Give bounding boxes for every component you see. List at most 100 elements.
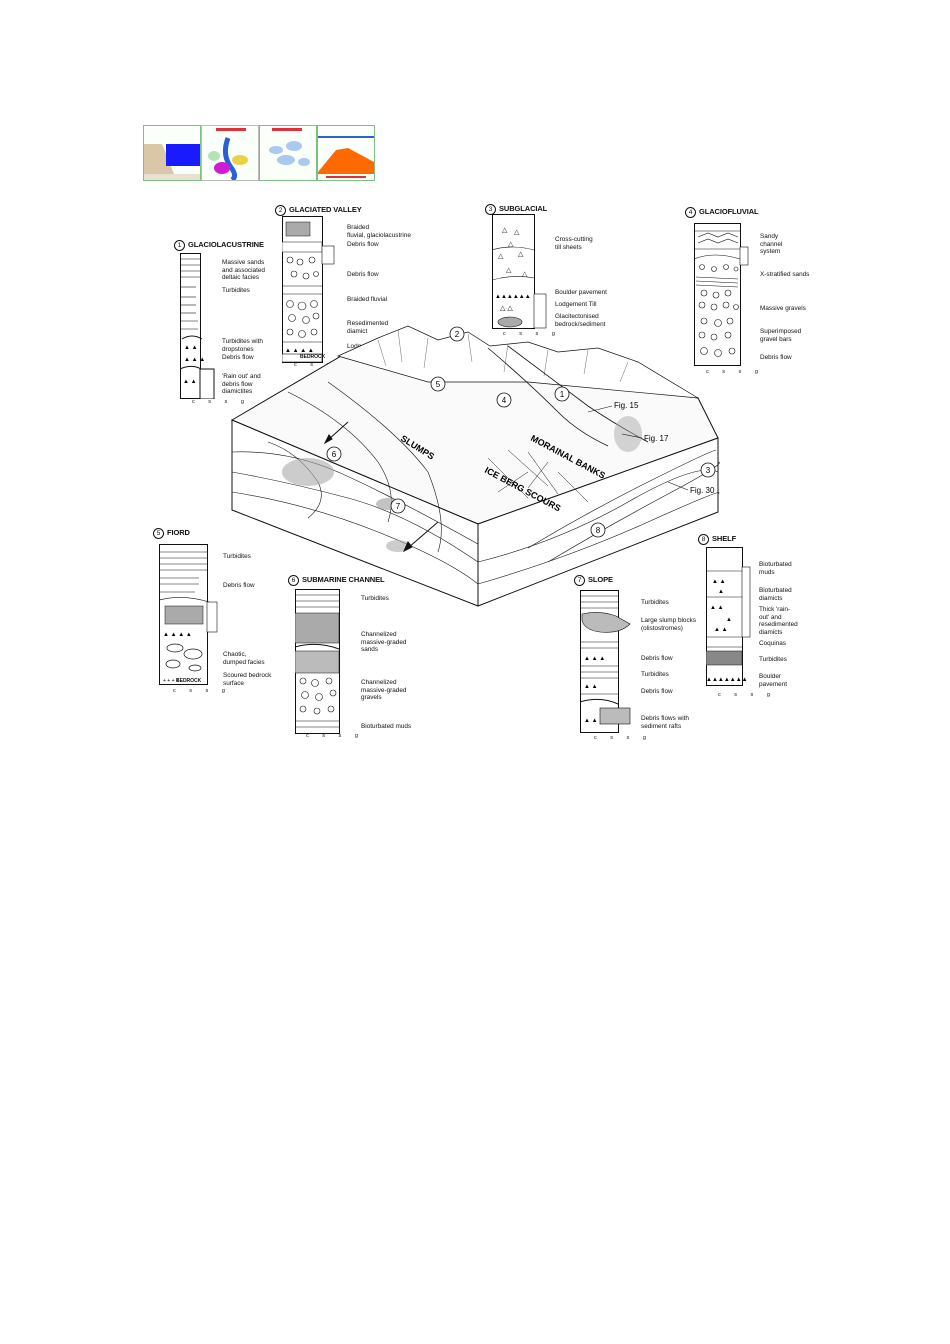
thumbnail-3[interactable] — [259, 125, 317, 181]
marker-1-label: 1 — [560, 390, 565, 399]
section-title-text: SUBMARINE CHANNEL — [302, 575, 385, 584]
marker-2[interactable] — [449, 326, 465, 342]
label-fig30: Fig. 30 — [690, 486, 715, 495]
marker-4-label: 4 — [502, 396, 507, 405]
section-number: 2 — [275, 205, 286, 216]
label-gf-3: Massive gravels — [760, 305, 806, 312]
label-gf-2: X-stratified sands — [760, 271, 810, 278]
label-fig17: Fig. 17 — [644, 434, 669, 443]
marker-5-label: 5 — [436, 380, 441, 389]
svg-text:▲▲▲▲▲▲▲: ▲▲▲▲▲▲▲ — [706, 677, 748, 683]
marker-2-label: 2 — [455, 330, 460, 339]
marker-4[interactable] — [496, 392, 512, 408]
marker-8[interactable] — [590, 522, 606, 538]
thumbnail-2-image — [208, 128, 248, 180]
marker-6-label: 6 — [332, 450, 337, 459]
label-gv-2: Debris flow — [347, 241, 379, 248]
label-sh-2: Bioturbated diamicts — [759, 587, 792, 602]
label-sc-4: Bioturbated muds — [361, 723, 412, 730]
label-gv-base: BEDROCK — [300, 354, 326, 360]
svg-text:▲ ▲: ▲ ▲ — [714, 627, 728, 633]
label-sg-3: Lodgement Till — [555, 301, 597, 308]
svg-text:△: △ — [506, 267, 512, 274]
axis-fd: c s s g — [173, 688, 231, 694]
label-sc-1: Turbidites — [361, 595, 389, 602]
svg-text:▲ ▲ ▲ ▲: ▲ ▲ ▲ ▲ — [163, 632, 192, 638]
label-fd-1: Turbidites — [223, 553, 251, 560]
log-column-glaciated-valley: ▲ ▲ ▲ ▲ — [282, 216, 335, 363]
label-gv-1: Braided fluvial, glaciolacustrine — [347, 224, 411, 239]
label-sl-5: Debris flow — [641, 688, 673, 695]
log-column-shelf: ▲ ▲▲ ▲ ▲▲▲ ▲ ▲▲▲▲▲▲▲ — [706, 547, 751, 686]
section-title-text: SLOPE — [588, 575, 613, 584]
block-diagram: SLUMPS MORAINAL BANKS ICE BERG SCOURS Fi… — [230, 325, 720, 607]
log-column-submarine-channel — [295, 589, 340, 734]
svg-text:▲ ▲: ▲ ▲ — [183, 379, 197, 385]
thumbnail-4[interactable] — [317, 125, 375, 181]
log-column-fiord: ▲ ▲ ▲ ▲ + + + + — [159, 544, 218, 685]
marker-5[interactable] — [430, 376, 446, 392]
svg-text:△: △ — [514, 229, 520, 236]
label-sl-1: Turbidites — [641, 599, 669, 606]
axis-sh: c s s g — [718, 692, 776, 698]
label-fig15: Fig. 15 — [614, 401, 639, 410]
section-number: 3 — [485, 204, 496, 215]
label-gl-2: Turbidites — [222, 287, 250, 294]
label-gl-1: Massive sands and associated deltaic fac… — [222, 259, 265, 282]
log-column-glaciofluvial — [694, 223, 749, 366]
label-sl-6: Debris flows with sediment rafts — [641, 715, 689, 730]
label-sg-2: Boulder pavement — [555, 289, 607, 296]
label-gl-4: Debris flow — [222, 354, 254, 361]
section-title-text: GLACIOFLUVIAL — [699, 207, 759, 216]
axis-sg: c s s g — [503, 331, 561, 337]
label-fd-3: Chaotic, dumped facies — [223, 651, 265, 666]
label-sg-4: Glacitectonised bedrock/sediment — [555, 313, 606, 328]
svg-text:▲: ▲ — [726, 617, 732, 623]
marker-6[interactable] — [326, 446, 342, 462]
label-gv-5: Resedimented diamict — [347, 320, 389, 335]
label-sc-3: Channelized massive-graded gravels — [361, 679, 407, 702]
svg-text:△ △: △ △ — [500, 305, 513, 312]
marker-3[interactable] — [700, 462, 716, 478]
svg-text:△: △ — [498, 253, 504, 260]
thumbnail-1-image — [144, 144, 200, 180]
label-fd-base: BEDROCK — [176, 678, 202, 684]
svg-text:△: △ — [508, 241, 514, 248]
log-column-subglacial: △△ △△△ △△ ▲▲▲▲▲▲ △ △ — [492, 214, 547, 329]
thumbnail-1[interactable] — [143, 125, 201, 181]
marker-8-label: 8 — [596, 526, 601, 535]
marker-1[interactable] — [554, 386, 570, 402]
label-sg-1: Cross-cutting till sheets — [555, 236, 593, 251]
label-sh-5: Turbidites — [759, 656, 787, 663]
svg-text:+ + + +: + + + + — [163, 678, 179, 684]
section-number: 4 — [685, 207, 696, 218]
label-gl-3: Turbidites with dropstones — [222, 338, 263, 353]
section-number: 6 — [288, 575, 299, 586]
svg-text:▲ ▲ ▲: ▲ ▲ ▲ — [184, 357, 205, 363]
svg-text:△: △ — [522, 271, 528, 278]
label-sc-2: Channelized massive-graded sands — [361, 631, 407, 654]
axis-sl: c s s g — [594, 735, 652, 741]
axis-gf: c s s g — [706, 369, 764, 375]
label-gf-4: Superimposed gravel bars — [760, 328, 802, 343]
label-sl-4: Turbidites — [641, 671, 669, 678]
section-number: 5 — [153, 528, 164, 539]
thumbnail-2[interactable] — [201, 125, 259, 181]
marker-7[interactable] — [390, 498, 406, 514]
axis-gl: c s s g — [192, 399, 250, 405]
section-number: 1 — [174, 240, 185, 251]
section-title-text: SHELF — [712, 534, 737, 543]
label-gf-5: Debris flow — [760, 354, 792, 361]
section-title-text: GLACIATED VALLEY — [289, 205, 362, 214]
svg-text:▲ ▲: ▲ ▲ — [184, 345, 198, 351]
label-gf-1: Sandy channel system — [760, 233, 783, 256]
svg-text:△: △ — [518, 251, 524, 258]
log-column-slope: ▲ ▲ ▲ ▲ ▲ ▲ ▲ — [580, 590, 631, 733]
